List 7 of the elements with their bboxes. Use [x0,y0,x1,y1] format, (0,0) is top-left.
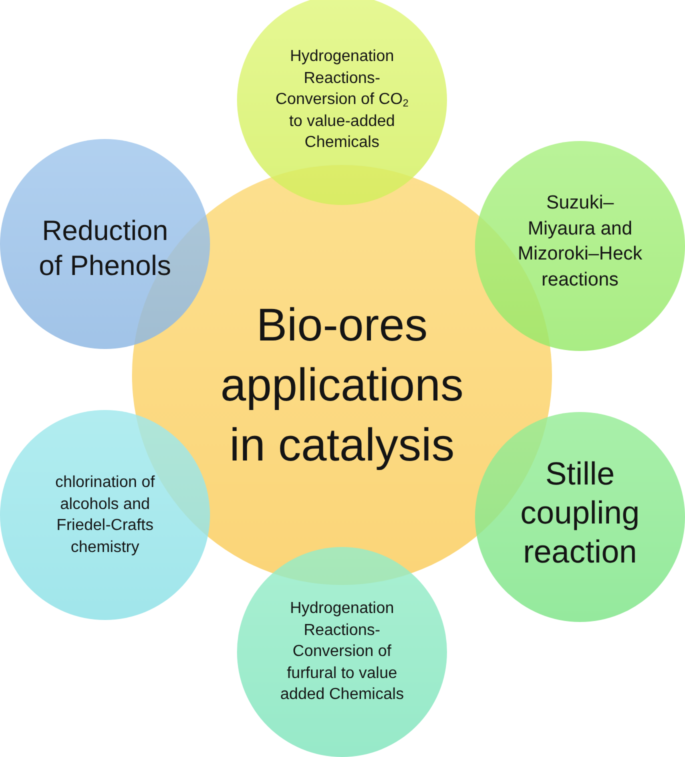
topic-label: Hydrogenation Reactions- Conversion of furfural to value added Chemicals [279,599,405,706]
topic-label: chlorination of alcohols and Friedel-Crafts chemistry [54,472,156,558]
central-title: Bio-ores applications in catalysis [220,297,464,472]
topic-label: Suzuki– Miyaura and Mizoroki–Heck reactions [516,192,644,293]
topic-label: Stille coupling reaction [519,454,641,572]
topic-label: Reduction of Phenols [38,214,172,283]
topic-label: Hydrogenation Reactions- Conversion of CO$_{2}$ to value-added Chemicals [274,47,410,154]
